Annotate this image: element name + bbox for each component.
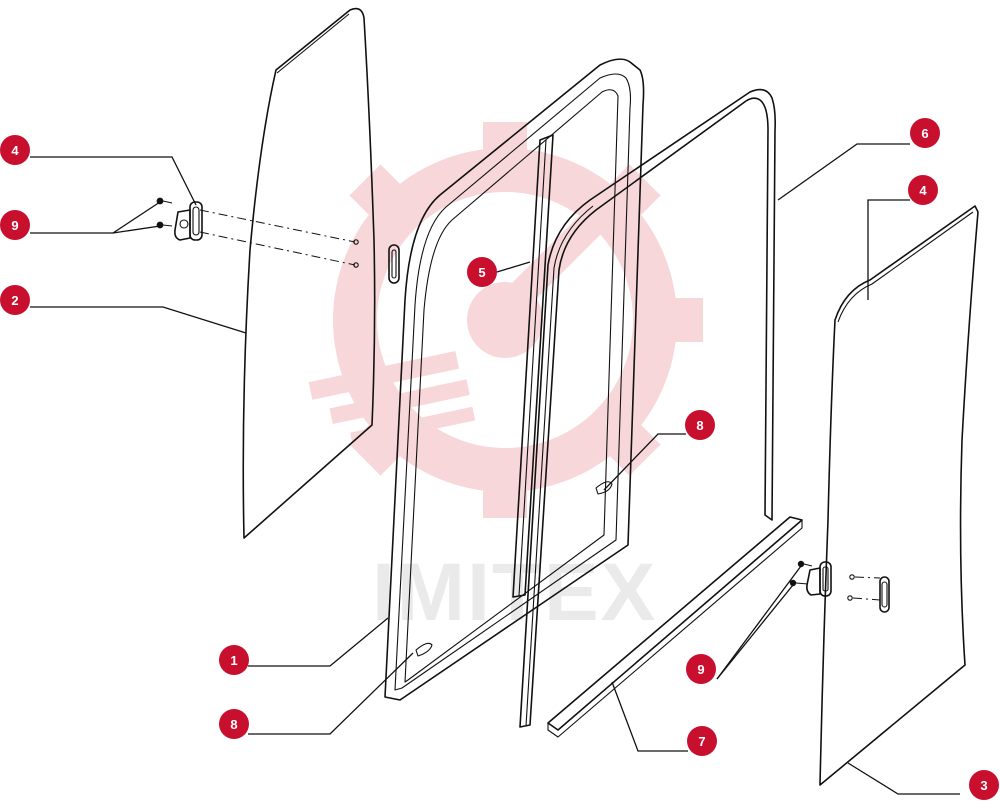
- callout-7: 7: [687, 726, 717, 756]
- hinge-top-assembly: [156, 197, 400, 284]
- callout-9-top: 9: [0, 210, 30, 240]
- screw-lower-icon: [156, 221, 173, 229]
- leader-lines: [30, 143, 960, 795]
- callout-label: 1: [230, 653, 237, 668]
- callout-9-bottom: 9: [686, 654, 716, 684]
- callout-4-top: 4: [0, 135, 30, 165]
- callout-4-right: 4: [908, 175, 938, 205]
- callout-8-mid: 8: [685, 410, 715, 440]
- hinge-bottom-assembly: [789, 560, 890, 613]
- callout-3: 3: [969, 770, 999, 800]
- callout-2: 2: [0, 285, 30, 315]
- screw-lower-icon: [789, 579, 809, 587]
- callout-label: 3: [980, 778, 987, 793]
- callout-label: 5: [478, 265, 485, 280]
- callout-8-bottom: 8: [219, 709, 249, 739]
- part-2-left-glass: [242, 7, 376, 539]
- callout-6: 6: [910, 118, 940, 148]
- callout-label: 7: [698, 734, 705, 749]
- callout-5: 5: [467, 257, 497, 287]
- callout-label: 2: [11, 293, 18, 308]
- part-1-door-frame: [384, 58, 645, 701]
- callout-label: 4: [919, 183, 927, 198]
- watermark-logo: IMITEX: [308, 122, 703, 638]
- callout-label: 4: [11, 143, 19, 158]
- gear-gauge-logo-icon: [308, 122, 703, 518]
- part-5-seal-strip: [519, 88, 776, 728]
- part-3-right-glass: [819, 205, 979, 786]
- callout-label: 9: [697, 662, 704, 677]
- callout-label: 9: [11, 218, 18, 233]
- callout-1: 1: [219, 645, 249, 675]
- callout-label: 6: [921, 126, 928, 141]
- part-7-sill-strip: [547, 516, 803, 738]
- screw-upper-icon: [797, 560, 813, 568]
- callout-label: 8: [696, 418, 703, 433]
- callout-label: 8: [230, 717, 237, 732]
- callout-markers: 4 9 2 5 6 4 8 1: [0, 118, 999, 800]
